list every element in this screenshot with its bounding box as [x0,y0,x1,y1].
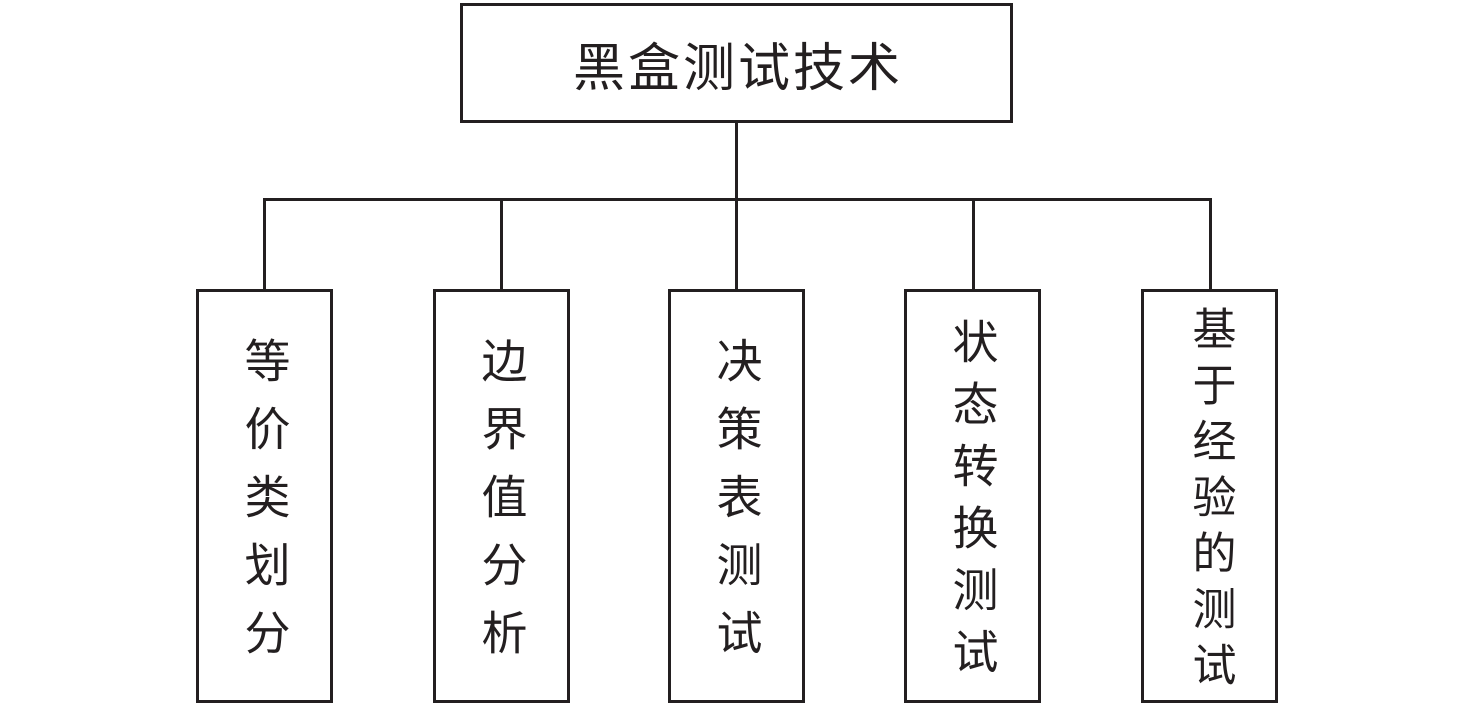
child-node-label: 基于经验的测试 [1184,306,1236,698]
child-node-equivalence-partitioning: 等价类划分 [196,289,333,703]
child-node-label: 边界值分析 [474,337,529,677]
child-node-decision-table-testing: 决策表测试 [668,289,805,703]
root-node-black-box-testing: 黑盒测试技术 [460,3,1013,123]
connector-drop-4 [972,198,975,289]
connector-drop-2 [500,198,503,289]
connector-root-stem [735,123,738,201]
child-node-label: 决策表测试 [709,337,764,677]
child-node-label: 等价类划分 [237,337,292,677]
connector-drop-3 [735,198,738,289]
child-node-boundary-value-analysis: 边界值分析 [433,289,570,703]
child-node-experience-based-testing: 基于经验的测试 [1141,289,1278,703]
connector-drop-5 [1209,198,1212,289]
child-node-state-transition-testing: 状态转换测试 [904,289,1041,703]
root-node-label: 黑盒测试技术 [572,38,903,99]
child-node-label: 状态转换测试 [945,318,1000,690]
connector-drop-1 [263,198,266,289]
